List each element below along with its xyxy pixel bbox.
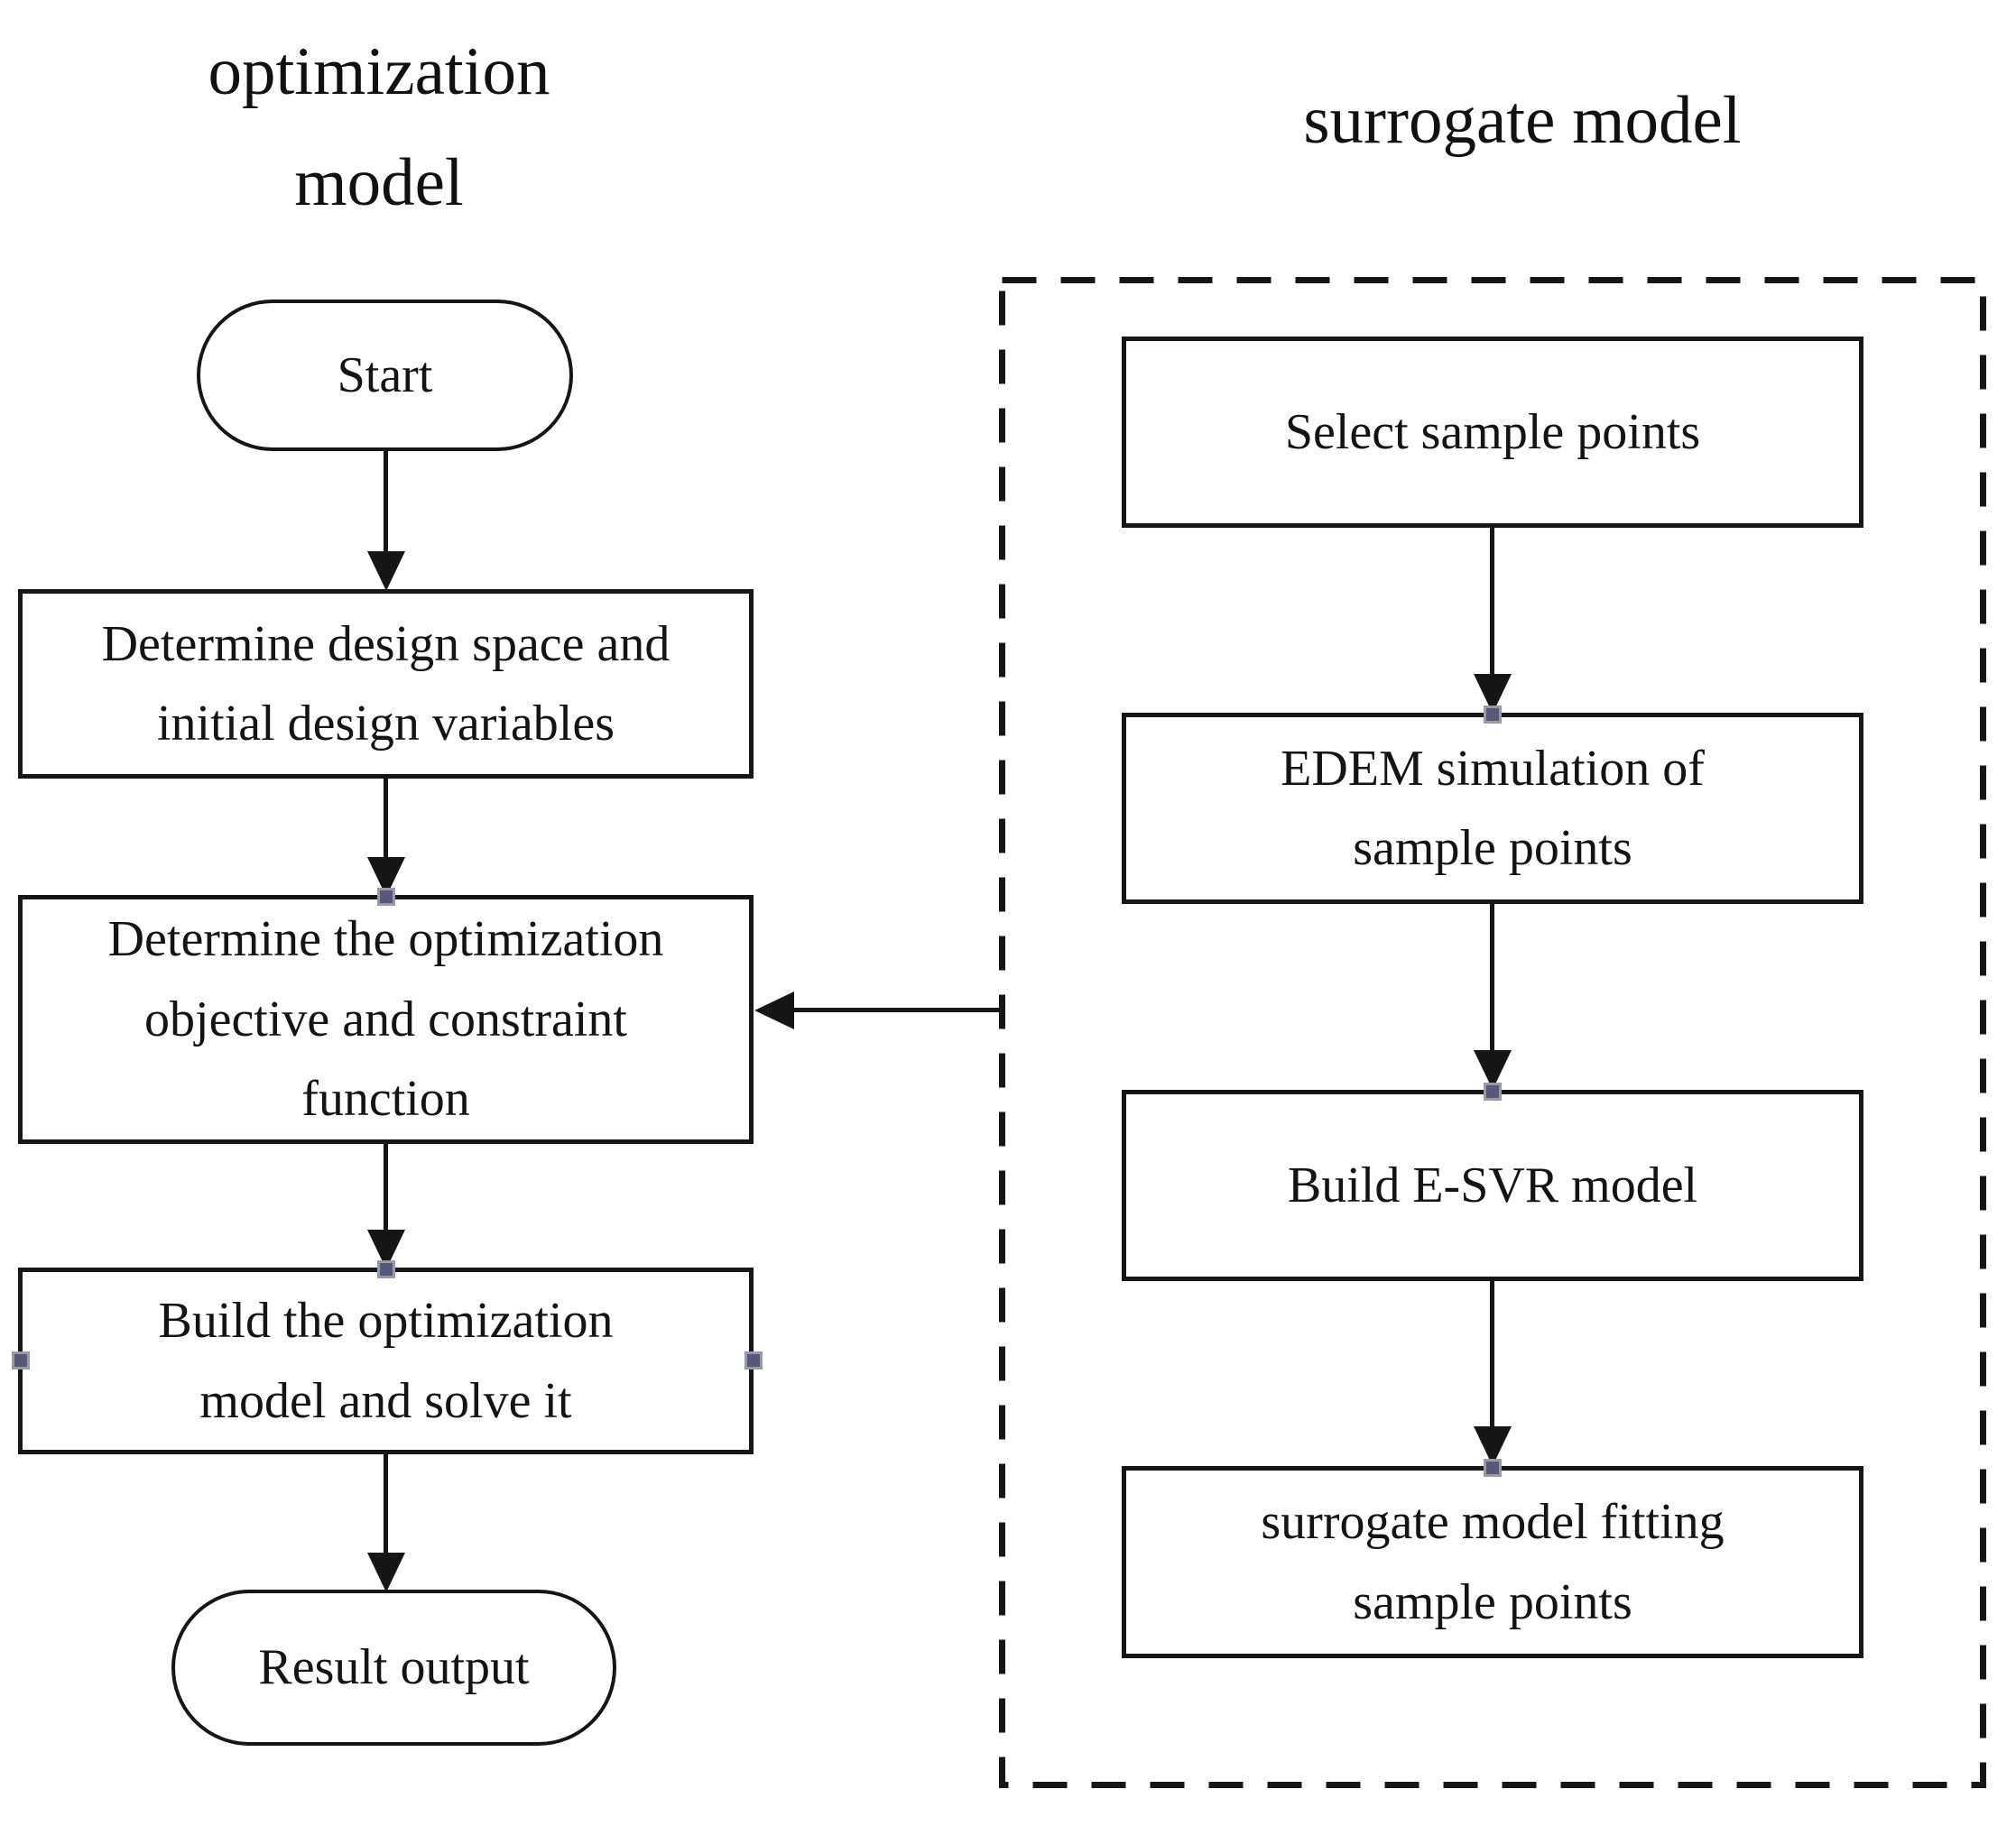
build-esvr-model-step: Build E-SVR model [1122,1090,1863,1281]
arrowhead-down-icon [1474,674,1512,714]
arrowhead-down-icon [367,1553,405,1592]
arrow-shaft [384,1144,388,1232]
select-sample-points-label: Select sample points [1284,403,1701,460]
arrowhead-down-icon [367,857,405,897]
determine-objective-label: Determine the optimization objective and… [107,911,664,1128]
start-terminator: Start [197,300,573,451]
arrowhead-down-icon [1474,1050,1512,1090]
build-optimization-model-label: Build the optimization model and solve i… [158,1293,614,1429]
surrogate-model-dashed-border [999,277,1986,1788]
edem-simulation-step: EDEM simulation of sample points [1122,713,1863,904]
result-output-label: Result output [258,1639,530,1696]
arrow-shaft [384,451,388,555]
connector-dot [377,888,395,906]
determine-objective-step: Determine the optimization objective and… [18,895,754,1144]
arrowhead-down-icon [367,551,405,591]
optimization-model-title: optimization model [208,34,550,220]
arrow-shaft [384,779,388,860]
arrow-shaft [384,1454,388,1555]
edem-simulation-label: EDEM simulation of sample points [1281,740,1705,876]
arrowhead-down-icon [367,1230,405,1269]
arrow-shaft [1490,528,1494,677]
result-output-terminator: Result output [171,1590,616,1746]
arrow-shaft [792,1008,1003,1012]
build-esvr-model-label: Build E-SVR model [1287,1157,1698,1213]
connector-dot [1484,1459,1502,1477]
surrogate-model-title: surrogate model [1303,83,1742,158]
determine-design-space-step: Determine design space and initial desig… [18,589,754,779]
arrowhead-left-icon [754,991,794,1029]
select-sample-points-step: Select sample points [1122,337,1863,528]
connector-dot [1484,1083,1502,1101]
build-optimization-model-step: Build the optimization model and solve i… [18,1268,754,1454]
connector-dot [377,1260,395,1278]
surrogate-fitting-step: surrogate model fitting sample points [1122,1466,1863,1658]
arrow-shaft [1490,904,1494,1053]
connector-dot [744,1351,763,1370]
connector-dot [1484,706,1502,724]
arrowhead-down-icon [1474,1426,1512,1466]
connector-dot [12,1351,30,1370]
start-label: Start [337,346,433,403]
arrow-shaft [1490,1281,1494,1429]
determine-design-space-label: Determine design space and initial desig… [101,615,670,752]
surrogate-fitting-label: surrogate model fitting sample points [1261,1494,1725,1630]
